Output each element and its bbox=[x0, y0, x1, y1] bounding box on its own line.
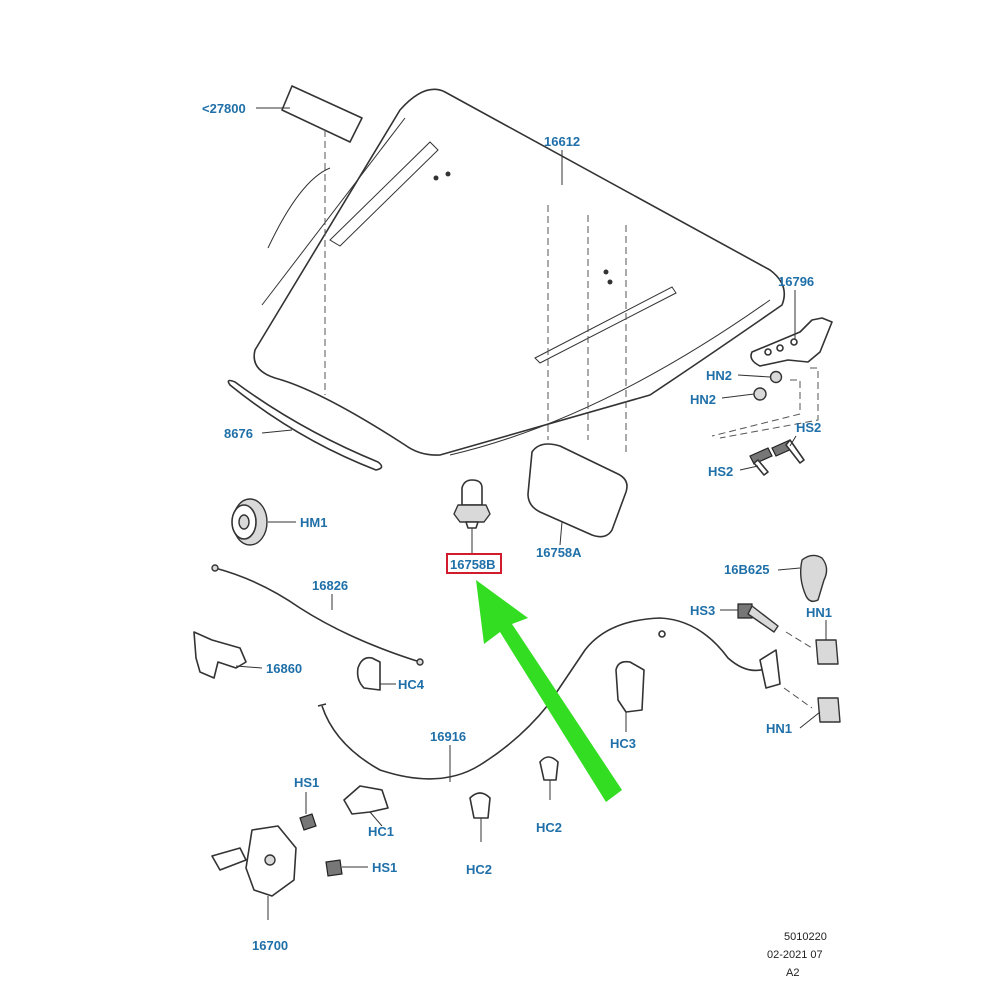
bracket-16860 bbox=[193, 631, 247, 679]
bumper-hm1 bbox=[231, 498, 268, 546]
callout-16758a: 16758A bbox=[536, 545, 582, 560]
nut-hn2-lower bbox=[753, 387, 767, 401]
release-lever bbox=[759, 649, 781, 689]
callout-hc4: HC4 bbox=[398, 677, 425, 692]
bolt-hs1-lower bbox=[325, 859, 343, 877]
nut-hn1-lower bbox=[817, 697, 841, 723]
bolt-hs2-right bbox=[771, 439, 805, 464]
callout-16612: 16612 bbox=[544, 134, 580, 149]
footer-ref-number: 5010220 bbox=[784, 931, 827, 943]
handle-16b625 bbox=[799, 554, 828, 603]
callout-16826: 16826 bbox=[312, 578, 348, 593]
callout-16758b: 16758B bbox=[450, 557, 496, 572]
label-pad-27800 bbox=[281, 85, 363, 143]
callout-hc2-center: HC2 bbox=[536, 820, 562, 835]
callout-hs3: HS3 bbox=[690, 603, 715, 618]
callout-hn1-lower: HN1 bbox=[766, 721, 792, 736]
callout-16796: 16796 bbox=[778, 274, 814, 289]
weatherstrip-8676 bbox=[227, 379, 383, 471]
highlight-box-16758b bbox=[446, 553, 502, 574]
callout-16700: 16700 bbox=[252, 938, 288, 953]
prop-rod-16826 bbox=[214, 567, 421, 663]
callout-hn2-lower: HN2 bbox=[690, 392, 716, 407]
bracket-hc3 bbox=[615, 660, 645, 713]
callout-hn1-upper: HN1 bbox=[806, 605, 832, 620]
callout-hc3: HC3 bbox=[610, 736, 636, 751]
insulator-16758a bbox=[527, 443, 628, 538]
bolt-hs2-left bbox=[749, 447, 773, 476]
footer-date: 02-2021 07 bbox=[767, 949, 823, 961]
callout-16916: 16916 bbox=[430, 729, 466, 744]
nut-hn2-upper bbox=[769, 370, 783, 384]
callout-hs1-lower: HS1 bbox=[372, 860, 397, 875]
callout-8676: 8676 bbox=[224, 426, 253, 441]
callout-16860: 16860 bbox=[266, 661, 302, 676]
clip-hc4 bbox=[356, 656, 381, 691]
callout-hs2-right: HS2 bbox=[796, 420, 821, 435]
callout-hc1: HC1 bbox=[368, 824, 394, 839]
footer-sheet: A2 bbox=[786, 967, 799, 979]
latch-16700 bbox=[211, 825, 297, 920]
callout-27800: <27800 bbox=[202, 101, 246, 116]
bolt-hs1-upper bbox=[299, 813, 317, 831]
callout-hc2-left: HC2 bbox=[466, 862, 492, 877]
nut-hn1-upper bbox=[815, 639, 839, 665]
hinge-16796 bbox=[750, 317, 833, 367]
bolt-hs3 bbox=[737, 603, 779, 633]
clip-hc2-left bbox=[469, 792, 491, 842]
callout-hn2-upper: HN2 bbox=[706, 368, 732, 383]
highlight-arrow bbox=[476, 580, 622, 802]
clip-hc2-center bbox=[539, 756, 559, 800]
callout-hs2-left: HS2 bbox=[708, 464, 733, 479]
leader-lines bbox=[235, 107, 827, 868]
hood-panel bbox=[253, 88, 786, 456]
hood-stud-16758b bbox=[453, 479, 491, 555]
callout-hs1-upper: HS1 bbox=[294, 775, 319, 790]
callout-hm1: HM1 bbox=[300, 515, 327, 530]
callout-16b625: 16B625 bbox=[724, 562, 770, 577]
clip-hc1 bbox=[343, 785, 389, 815]
